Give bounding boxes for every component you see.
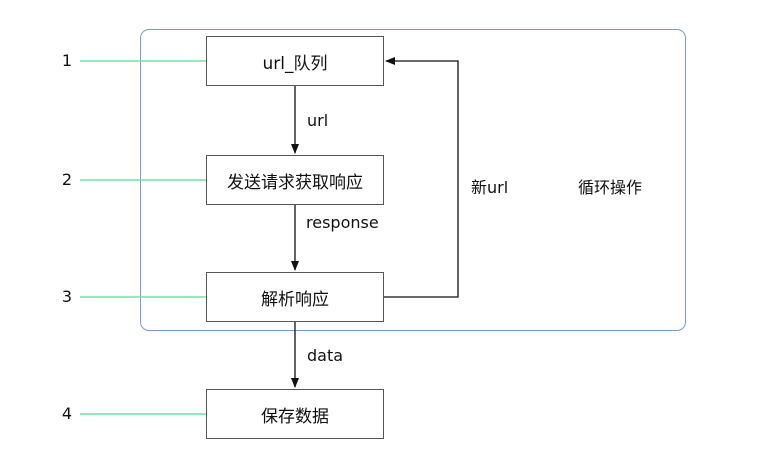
edge-label-new-url: 新url <box>471 178 509 197</box>
step-number-1: 1 <box>61 51 73 70</box>
send-request-label: 发送请求获取响应 <box>227 172 363 193</box>
parse-response-label: 解析响应 <box>261 289 329 310</box>
save-data-box: 保存数据 <box>206 389 384 439</box>
step-number-4: 4 <box>61 404 73 423</box>
url-queue-label: url_队列 <box>262 53 328 74</box>
edge-label-url: url <box>307 111 329 130</box>
arrow-parse-to-queue <box>384 57 459 298</box>
url-queue-box: url_队列 <box>206 36 384 86</box>
step-number-3: 3 <box>61 287 73 306</box>
step-number-2: 2 <box>61 170 73 189</box>
edge-label-response: response <box>306 213 379 232</box>
parse-response-box: 解析响应 <box>206 272 384 322</box>
loop-label: 循环操作 <box>578 178 643 197</box>
send-request-box: 发送请求获取响应 <box>206 155 384 205</box>
edge-label-data: data <box>307 346 344 365</box>
save-data-label: 保存数据 <box>261 406 329 427</box>
